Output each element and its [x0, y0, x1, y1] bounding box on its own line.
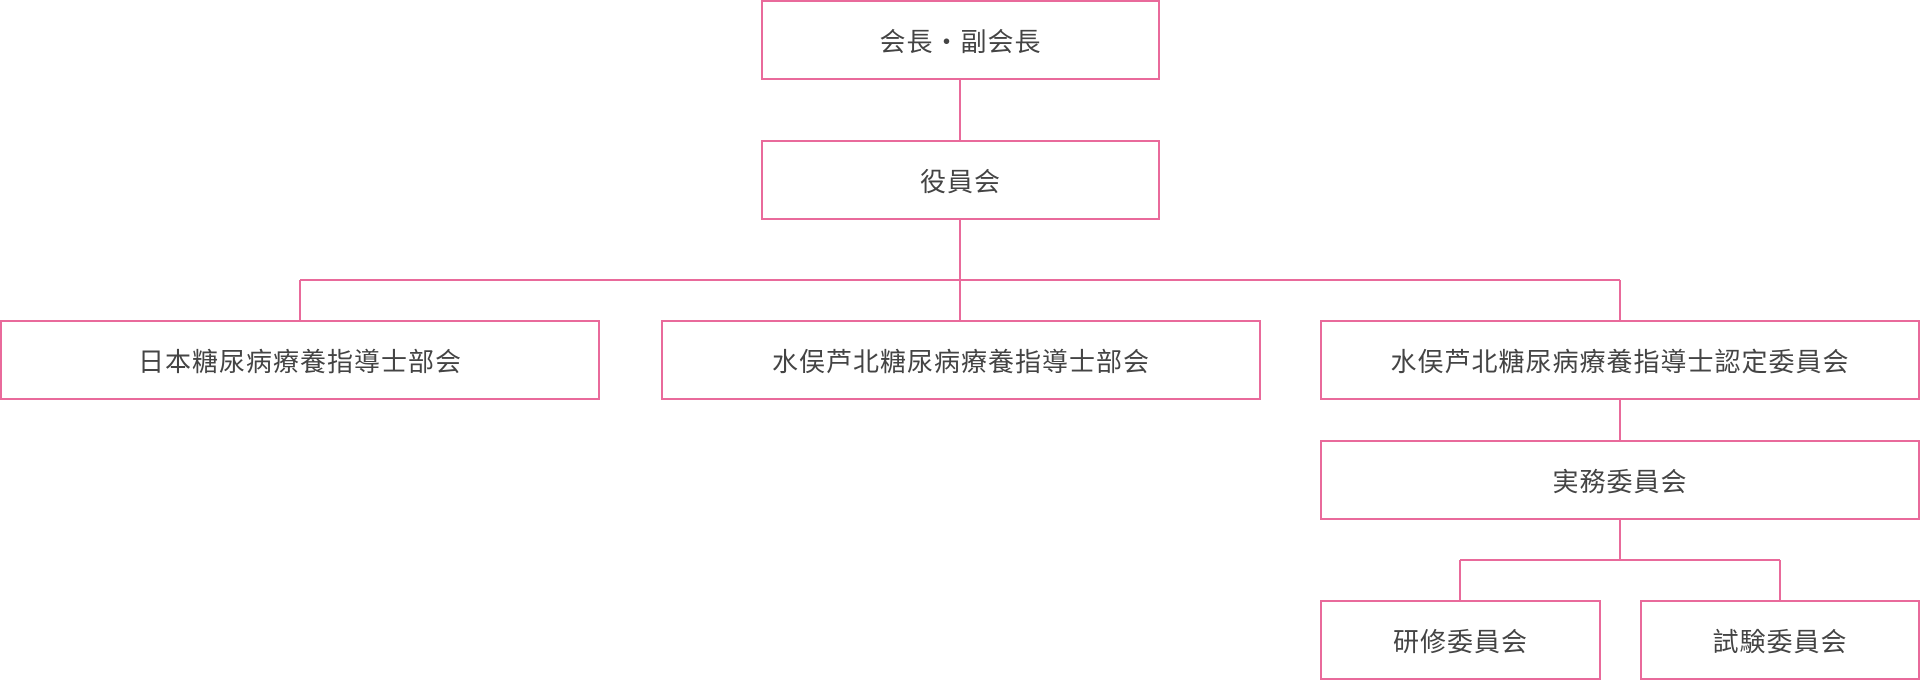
- node-label: 日本糖尿病療養指導士部会: [137, 347, 462, 378]
- node-label: 水俣芦北糖尿病療養指導士部会: [771, 347, 1150, 378]
- node-label: 役員会: [919, 167, 1001, 198]
- node-japan-cde-section: 日本糖尿病療養指導士部会: [0, 320, 600, 400]
- node-label: 水俣芦北糖尿病療養指導士認定委員会: [1390, 347, 1850, 378]
- node-label: 実務委員会: [1552, 467, 1688, 498]
- node-label: 会長・副会長: [879, 27, 1042, 58]
- node-label: 研修委員会: [1392, 627, 1528, 658]
- node-label: 試験委員会: [1712, 627, 1848, 658]
- node-board-of-directors: 役員会: [761, 140, 1160, 220]
- node-exam-committee: 試験委員会: [1640, 600, 1920, 680]
- node-chair-vice-chair: 会長・副会長: [761, 0, 1160, 80]
- node-executive-committee: 実務委員会: [1320, 440, 1920, 520]
- node-minamata-cde-section: 水俣芦北糖尿病療養指導士部会: [661, 320, 1261, 400]
- node-training-committee: 研修委員会: [1320, 600, 1601, 680]
- node-minamata-certification-committee: 水俣芦北糖尿病療養指導士認定委員会: [1320, 320, 1920, 400]
